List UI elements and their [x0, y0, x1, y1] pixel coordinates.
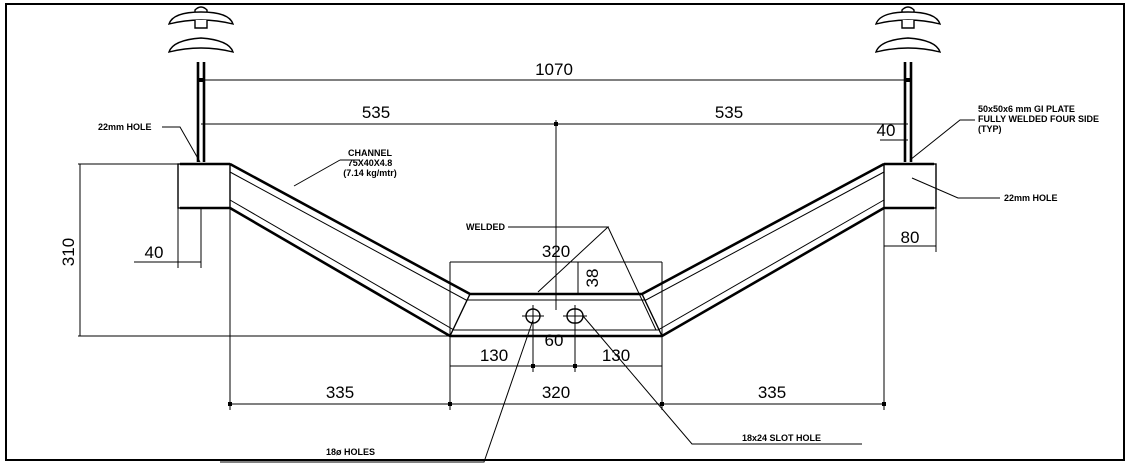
dim-right-offset: 40: [877, 121, 896, 140]
note-hole-22-right: 22mm HOLE: [1004, 193, 1058, 203]
note-channel-line1: CHANNEL: [348, 148, 393, 158]
dim-right-width: 80: [901, 228, 920, 247]
dim-bottom-right: 335: [758, 383, 786, 402]
note-hole-22-left: 22mm HOLE: [98, 122, 152, 132]
dim-top-span: 1070: [535, 60, 573, 79]
dim-height: 310: [59, 238, 78, 266]
note-channel-line2: 75X40X4.8: [348, 158, 393, 168]
dim-half-right: 535: [715, 103, 743, 122]
pin-insulator-icon: [168, 6, 234, 53]
drawing-frame: [5, 3, 1125, 461]
pin-insulator-icon: [875, 6, 941, 53]
note-welded: WELDED: [466, 222, 505, 232]
dim-center-bottom: 320: [542, 383, 570, 402]
note-holes-18: 18ø HOLES: [326, 447, 375, 457]
left-insulator: [168, 6, 234, 162]
dim-bottom-left: 335: [326, 383, 354, 402]
note-plate-line2: FULLY WELDED FOUR SIDE: [978, 114, 1099, 124]
dim-web-depth: 38: [583, 269, 602, 288]
right-insulator: [875, 6, 941, 162]
note-plate-line3: (TYP): [978, 124, 1002, 134]
dim-hole-gap: 60: [545, 331, 564, 350]
dim-left-offset: 40: [145, 243, 164, 262]
dim-half-left: 535: [362, 103, 390, 122]
dim-center-top: 320: [542, 242, 570, 261]
note-channel-line3: (7.14 kg/mtr): [343, 168, 397, 178]
note-plate-line1: 50x50x6 mm GI PLATE: [978, 104, 1075, 114]
note-slot-hole: 18x24 SLOT HOLE: [742, 433, 821, 443]
dim-hole-left: 130: [480, 346, 508, 365]
